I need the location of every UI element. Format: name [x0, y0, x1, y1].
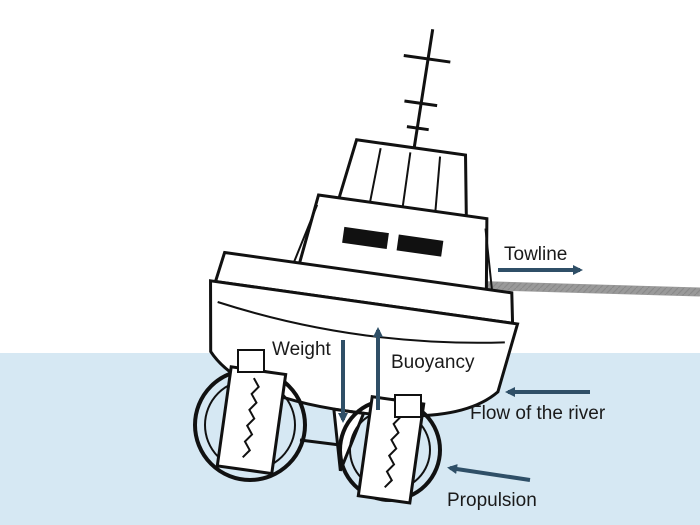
propulsion-arrow [447, 464, 531, 482]
wheelhouse-window-right [396, 234, 444, 257]
weight-label: Weight [272, 339, 331, 360]
left-propeller [193, 349, 307, 482]
propulsion-label: Propulsion [447, 490, 537, 511]
wheelhouse-window-left [342, 226, 389, 250]
right-propeller [299, 394, 442, 505]
mast [403, 29, 451, 158]
buoyancy-label: Buoyancy [391, 352, 475, 373]
towline-label: Towline [504, 244, 568, 265]
flow-label: Flow of the river [470, 403, 606, 424]
